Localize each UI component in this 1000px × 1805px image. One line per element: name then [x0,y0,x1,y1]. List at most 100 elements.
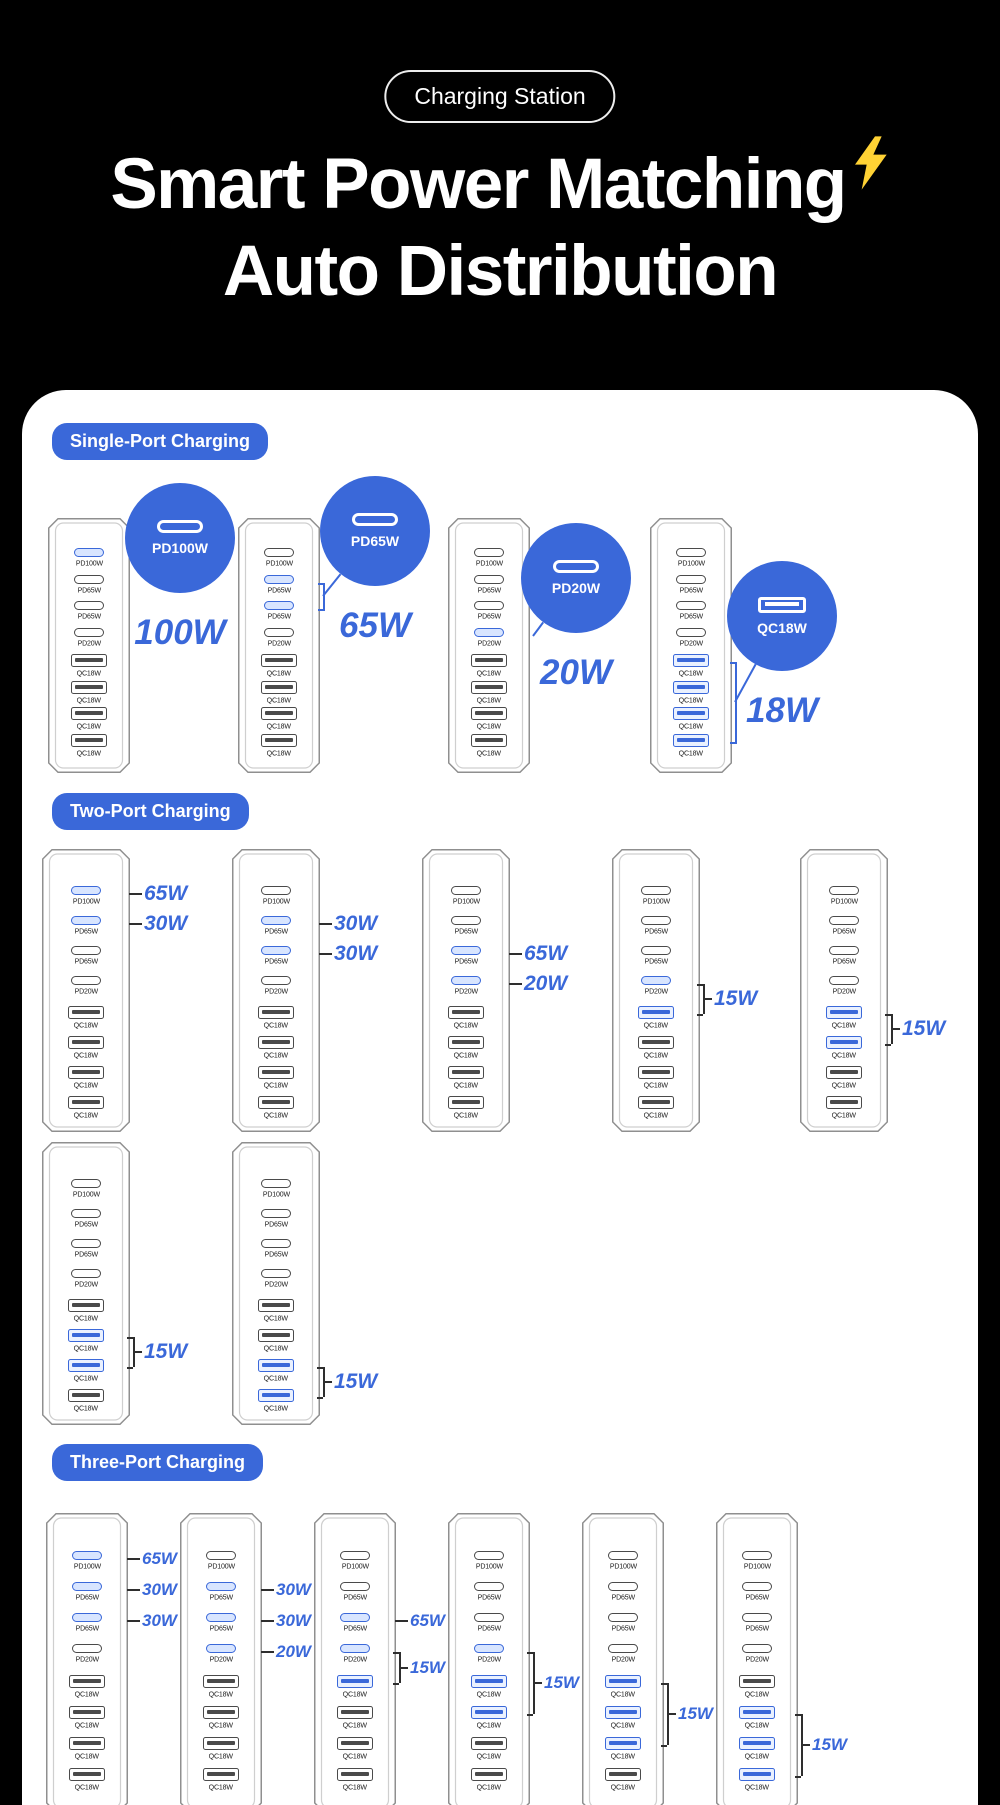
usb-a-port [605,1768,641,1781]
usb-c-port [641,916,671,925]
charger-outline [42,849,130,1132]
watt-label: 30W [142,1611,177,1631]
port-block: PD65W [42,946,130,966]
connector-line [323,582,325,611]
port-block: QC18W [42,1329,130,1353]
port-label: PD65W [77,612,101,621]
port-label: PD20W [611,1655,635,1664]
port-block: PD65W [582,1582,664,1602]
port-label: QC18W [476,1783,502,1792]
connector-line [127,1589,140,1591]
port-label: QC18W [744,1752,770,1761]
port-block: PD65W [650,574,732,595]
port-block: QC18W [612,1096,700,1120]
usb-a-port [826,1096,862,1109]
port-label: QC18W [476,696,502,704]
usb-a-port [69,1675,105,1688]
port-label: QC18W [263,1314,289,1323]
usb-c-port [474,548,504,557]
connector-line [317,1367,323,1369]
port-label: QC18W [643,1081,669,1090]
charger-outline [314,1513,396,1805]
port-block: QC18W [48,707,130,731]
port-block: PD100W [582,1551,664,1571]
connector-line [533,1682,542,1684]
connector-line [261,1651,274,1653]
port-label: PD20W [477,1655,501,1664]
port-label: PD65W [343,1624,367,1633]
port-block: PD20W [422,976,510,996]
port-label: PD100W [475,559,503,568]
port-block: PD65W [238,574,320,595]
usb-a-port [71,707,107,720]
port-label: QC18W [678,722,704,731]
port-block: PD100W [612,886,700,906]
usb-a-port [826,1036,862,1049]
usb-a-port [605,1737,641,1750]
port-label: QC18W [266,669,292,678]
port-label: QC18W [744,1783,770,1792]
port-label: QC18W [74,1783,100,1792]
connector-line [795,1776,801,1778]
connector-line [730,741,735,744]
usb-a-port [68,1066,104,1079]
usb-c-port [608,1644,638,1653]
port-label: PD65W [74,957,98,966]
connector-line [885,1044,891,1046]
usb-a-port [605,1706,641,1719]
port-label: QC18W [76,749,102,757]
watt-label: 15W [544,1673,579,1693]
port-block: QC18W [232,1036,320,1060]
port-block: QC18W [46,1768,128,1792]
connector-line [509,983,522,985]
usb-a-port [739,1675,775,1688]
port-block: PD65W [232,1239,320,1259]
usb-c-port [74,574,104,584]
usb-c-port [261,886,291,895]
port-block: QC18W [612,1006,700,1030]
port-block: QC18W [232,1006,320,1030]
port-label: PD65W [679,612,703,621]
usb-c-port [676,627,706,637]
usb-c-port [474,1551,504,1560]
port-block: QC18W [612,1036,700,1060]
usb-a-port [261,733,297,747]
port-label: QC18W [476,749,502,757]
port-callout: PD20W [521,523,631,633]
port-label: PD65W [832,957,856,966]
charger-outline [48,518,130,773]
port-block: PD100W [42,886,130,906]
charger-outline [46,1513,128,1805]
port-label: PD65W [267,612,291,621]
usb-c-port [829,976,859,985]
port-label: PD20W [679,639,703,647]
usb-a-port [337,1675,373,1688]
port-label: QC18W [342,1783,368,1792]
port-block: PD20W [42,976,130,996]
port-block: PD100W [800,886,888,906]
port-block: QC18W [232,1359,320,1383]
port-block: PD65W [46,1582,128,1602]
port-block: QC18W [422,1096,510,1120]
port-label: QC18W [342,1721,368,1730]
charger-outline [612,849,700,1132]
usb-a-port [68,1096,104,1109]
port-block: PD65W [448,1582,530,1602]
usb-a-port [638,1096,674,1109]
callout-port-name: PD100W [151,540,209,556]
port-label: PD65W [74,927,98,936]
usb-a-port [69,1768,105,1781]
page-title-line2: Auto Distribution [0,229,1000,316]
port-label: PD100W [743,1562,771,1571]
port-label: PD65W [679,586,703,594]
port-block: QC18W [582,1737,664,1761]
port-label: PD100W [265,559,293,568]
port-label: QC18W [643,1051,669,1060]
port-block: QC18W [42,1389,130,1413]
charger-outline [422,849,510,1132]
